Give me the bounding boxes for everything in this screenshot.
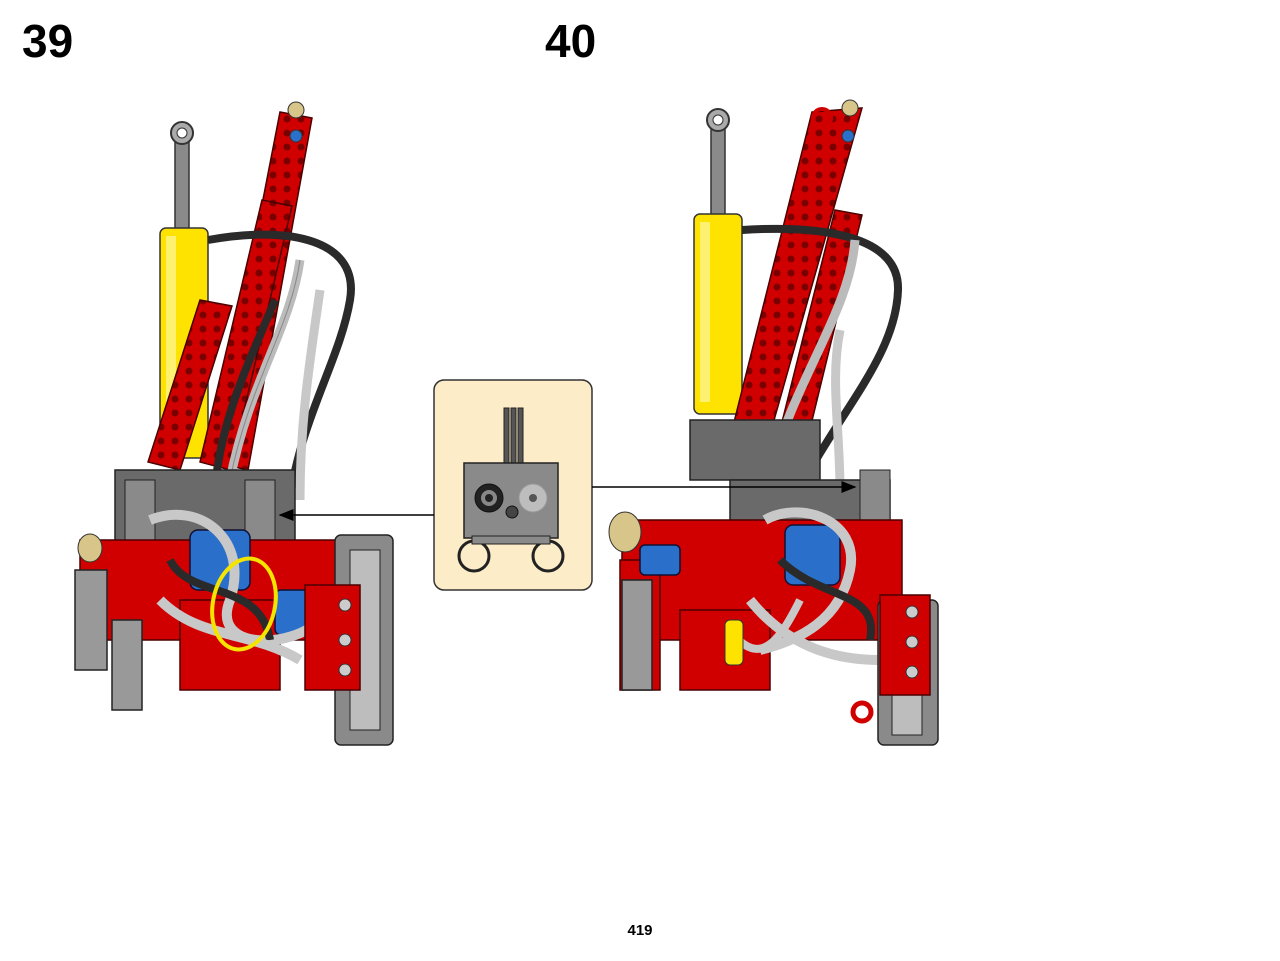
parts-callout	[433, 379, 593, 591]
page-number: 419	[627, 922, 653, 939]
model-step-40	[608, 99, 939, 746]
step-number-40: 40	[545, 15, 597, 67]
hose-connector-icon	[457, 407, 565, 573]
model-step-39	[74, 101, 394, 746]
highlight-ring-icon	[210, 556, 278, 652]
step-number-39: 39	[22, 15, 74, 67]
